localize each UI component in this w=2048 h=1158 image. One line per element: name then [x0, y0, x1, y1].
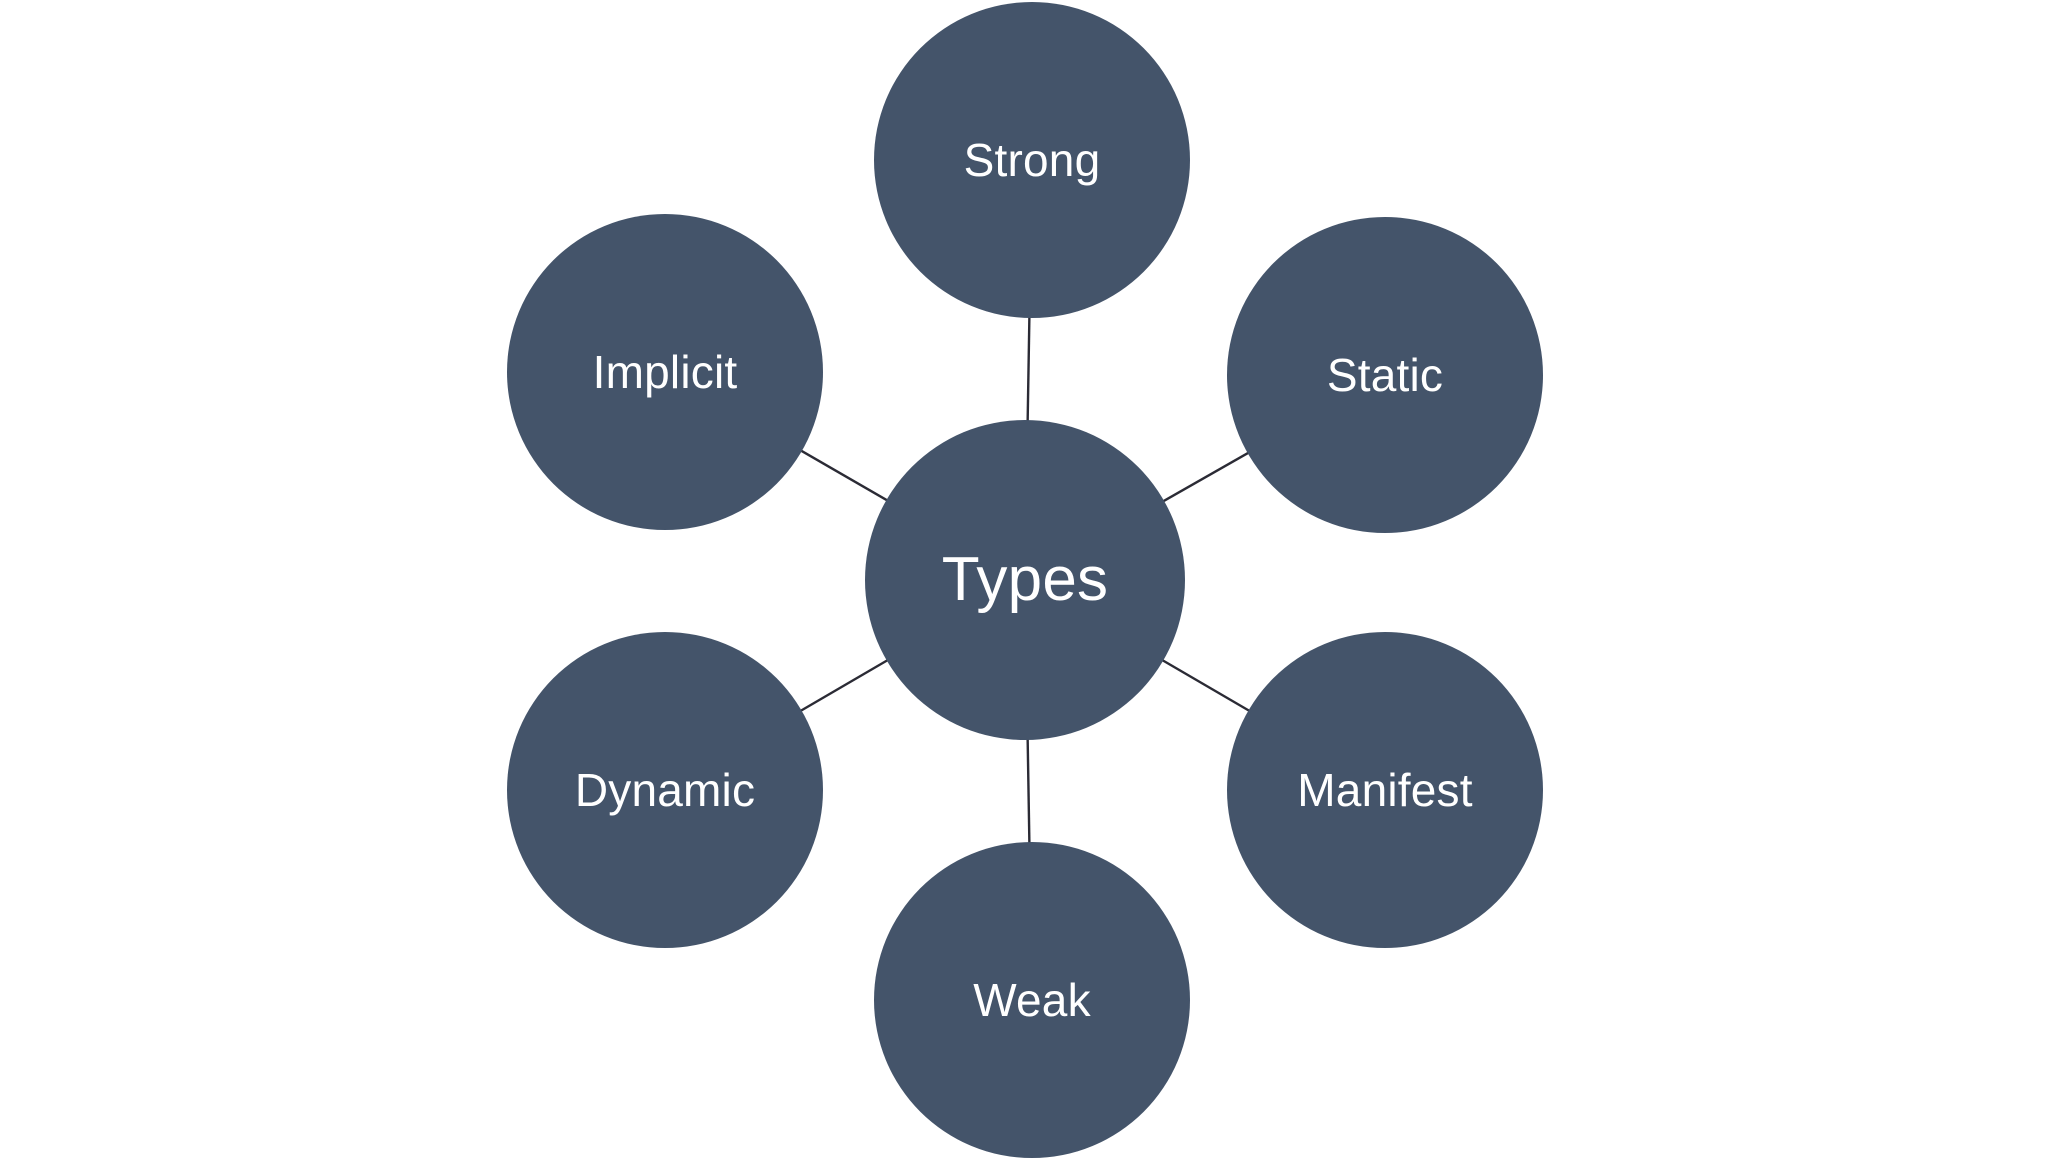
connector-types-to-manifest: [1160, 658, 1251, 713]
node-static-label: Static: [1326, 349, 1444, 401]
node-dynamic[interactable]: Dynamic: [507, 632, 823, 948]
node-implicit-label: Implicit: [592, 346, 738, 398]
node-strong-label: Strong: [963, 134, 1101, 186]
connector-types-to-implicit: [799, 449, 889, 502]
node-strong[interactable]: Strong: [874, 2, 1190, 318]
node-static[interactable]: Static: [1227, 217, 1543, 533]
connector-types-to-static: [1161, 451, 1251, 503]
center-node-types[interactable]: Types: [865, 420, 1185, 740]
node-manifest[interactable]: Manifest: [1227, 632, 1543, 948]
connector-types-to-dynamic: [799, 658, 890, 713]
node-manifest-label: Manifest: [1297, 764, 1473, 816]
node-implicit[interactable]: Implicit: [507, 214, 823, 530]
center-node-label: Types: [941, 545, 1109, 614]
connector-types-to-strong: [1026, 315, 1031, 423]
node-weak-label: Weak: [973, 974, 1091, 1026]
node-weak[interactable]: Weak: [874, 842, 1190, 1158]
connector-types-to-weak: [1026, 737, 1031, 845]
node-dynamic-label: Dynamic: [574, 764, 756, 816]
